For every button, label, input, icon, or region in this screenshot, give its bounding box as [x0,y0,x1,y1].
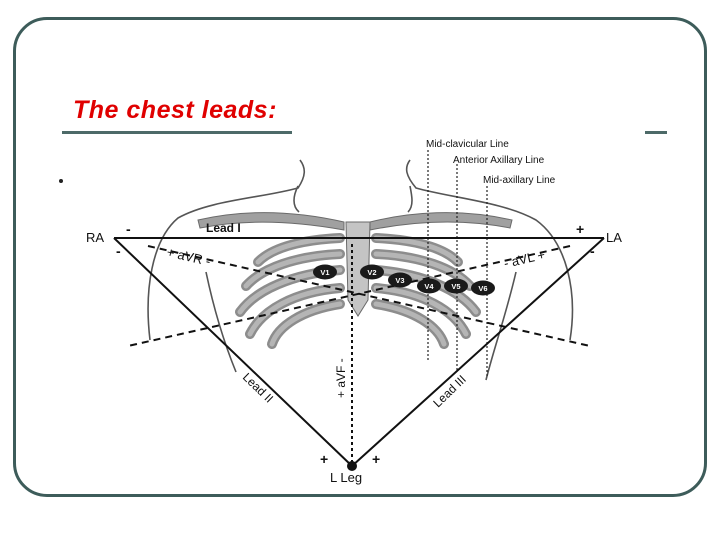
slide-frame [13,17,707,497]
lead-iii-line [351,237,605,467]
l-leg-plus-left: + [320,451,328,467]
avl-line [127,245,571,347]
einthoven-triangle [113,237,605,467]
avr-label: + aVR - [165,244,212,269]
electrode-v5 [444,278,468,294]
left-shoulder-outline [147,159,306,341]
vertical-guide-lines [427,150,488,376]
electrode-v1-label: V1 [320,268,329,277]
mid-clavicular-line-label: Mid-clavicular Line [426,139,509,150]
ra-minus-bottom: - [116,243,121,259]
anterior-axillary-line-label: Anterior Axillary Line [453,155,545,166]
bullet-point [59,179,63,183]
electrode-v3 [388,272,412,288]
neck-outline [293,185,413,213]
slide-title: The chest leads: [73,96,277,124]
la-label: LA [606,230,622,245]
avl-label: - aVL + [502,247,546,271]
rib [267,299,345,349]
avf-label: + aVF - [334,358,348,398]
avr-line [147,245,591,347]
lead-i-label: Lead I [206,221,241,235]
body-outline [147,159,574,381]
l-leg-label: L Leg [330,470,362,485]
right-shoulder-outline [405,159,574,341]
l-leg-plus-right: + [372,451,380,467]
left-clavicle [197,212,345,231]
title-underline-end [645,131,667,134]
electrode-v4 [417,278,441,294]
la-plus-top: + [576,221,584,237]
polarity-marks: - - + - + + [116,221,595,467]
la-minus-bottom: - [590,243,595,259]
lead-ii-line [113,237,353,467]
ra-label: RA [86,230,104,245]
clavicles [197,212,513,231]
electrode-v5-label: V5 [451,282,460,291]
ra-minus-top: - [126,221,131,237]
electrode-v6-label: V6 [478,284,487,293]
chest-electrodes: V1 V2 V3 V4 V5 V6 [313,264,495,296]
electrode-v6 [471,280,495,296]
electrode-v4-label: V4 [424,282,434,291]
electrode-v3-label: V3 [395,276,404,285]
electrode-v2 [360,264,384,280]
right-clavicle [369,212,513,231]
title-underline [62,131,292,134]
torso-sides-outline [205,271,517,381]
electrode-v2-label: V2 [367,268,376,277]
l-leg-node [347,461,357,471]
mid-axillary-line-label: Mid-axillary Line [483,175,556,186]
electrode-v1 [313,264,337,280]
